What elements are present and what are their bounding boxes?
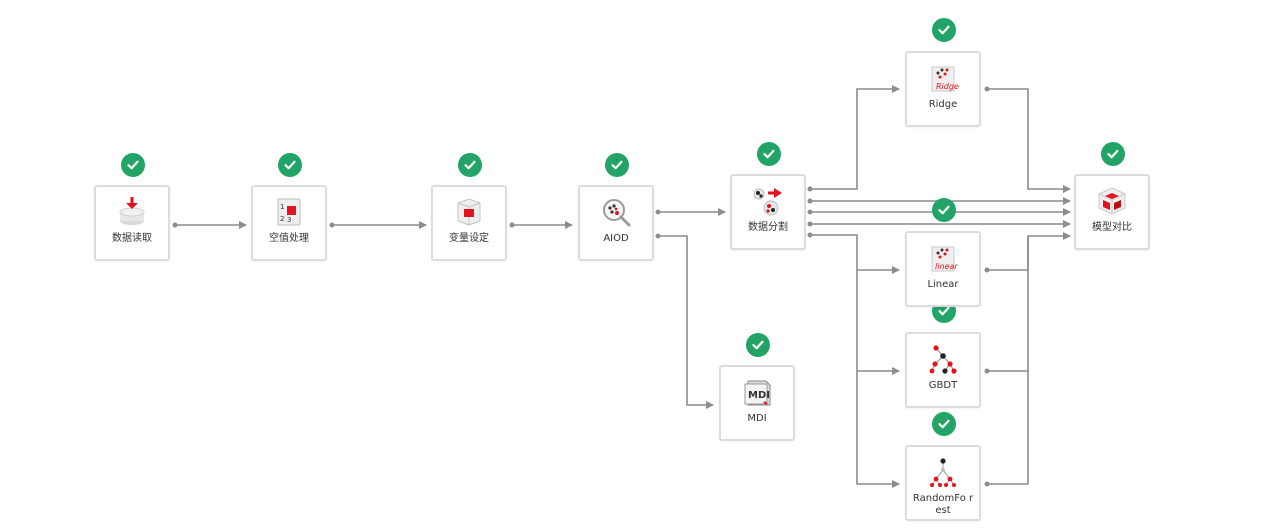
database-download-icon	[119, 197, 145, 225]
status-check-split	[757, 142, 781, 166]
status-check-ridge	[932, 18, 956, 42]
edge-ridge-compare	[987, 88, 1071, 193]
edge-split-ridge	[810, 85, 900, 190]
node-label: Linear	[927, 279, 959, 290]
node-linear[interactable]: linear Linear	[905, 231, 981, 307]
svg-text:linear: linear	[935, 262, 958, 271]
cube-compare-icon	[1098, 187, 1126, 215]
node-ridge[interactable]: Ridge Ridge	[905, 51, 981, 127]
node-mdi[interactable]: MDI MDI	[719, 365, 795, 441]
edge-rf-compare	[987, 371, 1029, 485]
mdi-icon: MDI	[744, 380, 771, 406]
node-label: GBDT	[928, 380, 958, 391]
status-check-compare	[1101, 142, 1125, 166]
edge-split-rf	[856, 371, 900, 488]
node-label: RandomFo rest	[912, 493, 974, 516]
node-random-forest[interactable]: RandomFo rest	[905, 445, 981, 521]
magnifier-scatter-icon	[603, 199, 631, 227]
node-data-read[interactable]: 数据读取	[94, 185, 170, 261]
node-variable-settings[interactable]: 变量设定	[431, 185, 507, 261]
node-label: 数据读取	[112, 233, 152, 244]
null-handling-icon: 1 2 3	[277, 198, 301, 226]
node-label: 变量设定	[449, 233, 489, 244]
node-label: 空值处理	[269, 233, 309, 244]
node-label: 模型对比	[1092, 222, 1132, 233]
status-check-null	[278, 153, 302, 177]
linear-icon: linear	[931, 246, 958, 272]
node-label: Ridge	[928, 99, 958, 110]
node-null-handling[interactable]: 1 2 3 空值处理	[251, 185, 327, 261]
node-label: 数据分割	[748, 222, 788, 233]
ridge-icon: Ridge	[931, 66, 959, 92]
status-check-read	[121, 153, 145, 177]
edge-split-gbdt	[856, 270, 900, 375]
svg-text:2: 2	[280, 215, 284, 223]
status-check-linear	[932, 198, 956, 222]
edge-split-linear	[810, 234, 900, 274]
svg-text:1: 1	[280, 203, 284, 211]
variable-settings-icon	[457, 198, 481, 226]
forest-tree-icon	[930, 458, 956, 487]
status-check-rf	[932, 412, 956, 436]
node-label: MDI	[747, 413, 767, 424]
status-check-aiod	[605, 153, 629, 177]
edge-gbdt-compare	[987, 236, 1029, 372]
node-aiod[interactable]: AIOD	[578, 185, 654, 261]
node-model-compare[interactable]: 模型对比	[1074, 174, 1150, 250]
tree-icon	[929, 345, 957, 374]
svg-text:MDI: MDI	[748, 390, 770, 401]
edge-aiod-mdi	[658, 235, 714, 409]
node-gbdt[interactable]: GBDT	[905, 332, 981, 408]
node-data-split[interactable]: 数据分割	[730, 174, 806, 250]
status-check-var	[458, 153, 482, 177]
status-check-mdi	[746, 333, 770, 357]
data-split-icon	[753, 188, 782, 216]
svg-text:3: 3	[287, 216, 291, 224]
svg-text:Ridge: Ridge	[936, 82, 959, 91]
node-label: AIOD	[603, 233, 629, 244]
